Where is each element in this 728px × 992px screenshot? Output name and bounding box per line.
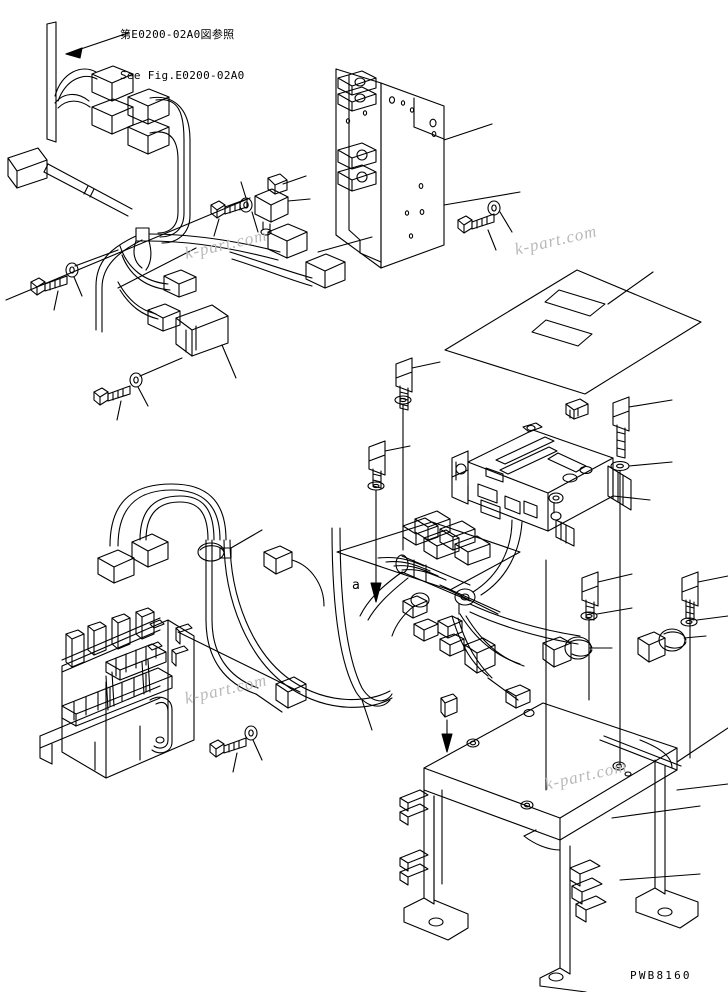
connector-block — [97, 549, 135, 584]
leader-line — [240, 181, 259, 233]
hex-bolt — [30, 275, 68, 311]
harness-branch-right — [148, 233, 313, 287]
hex-bolt — [93, 385, 131, 421]
leader-line — [74, 249, 119, 267]
leader-line — [439, 584, 519, 701]
cap-plug — [565, 398, 589, 420]
plate-clip — [337, 164, 377, 192]
leader-line — [611, 805, 701, 881]
connector-block — [91, 65, 134, 102]
reference-note: 第E0200-02A0図参照 See Fig.E0200-02A0 — [120, 1, 245, 109]
hex-bolt — [395, 357, 441, 411]
reference-arrow — [65, 32, 129, 59]
cover-plate — [444, 269, 702, 395]
harness-clamp — [197, 529, 263, 562]
leader-line — [317, 123, 521, 253]
hex-bolt — [209, 737, 247, 773]
washer — [680, 615, 728, 627]
controller-unit — [451, 422, 651, 547]
washer — [610, 460, 673, 472]
leader-line — [94, 631, 301, 771]
connector-block — [163, 269, 197, 298]
relay-component — [254, 173, 311, 236]
washer — [244, 725, 263, 761]
connector-housing — [175, 304, 237, 379]
mounting-bracket-box — [399, 702, 728, 992]
mounting-post-upper-left — [46, 21, 57, 143]
connector-block — [275, 676, 307, 709]
harness-upper-left — [54, 68, 98, 109]
reference-note-jp: 第E0200-02A0図参照 — [120, 28, 235, 41]
washer — [65, 262, 83, 297]
harness-sleeve — [7, 147, 133, 217]
hex-bolt — [681, 571, 728, 621]
assembly-arrow — [441, 719, 453, 753]
washer — [367, 481, 385, 491]
leader-line — [255, 693, 373, 731]
harness-clamp — [133, 227, 152, 271]
drawing-number: PWB8160 — [630, 969, 692, 982]
hex-bolt — [612, 396, 673, 459]
washer — [394, 395, 412, 405]
washer — [487, 200, 513, 233]
reference-note-en: See Fig.E0200-02A0 — [120, 68, 245, 82]
harness-clamp — [658, 628, 707, 652]
grommet-plug — [440, 693, 458, 718]
plate-clip — [337, 86, 377, 112]
connector-block — [267, 223, 308, 259]
harness-clamp — [564, 636, 613, 660]
harness-loop-left — [109, 483, 227, 547]
leader-line — [139, 357, 183, 377]
connector-block — [263, 545, 325, 607]
connector-block — [131, 533, 169, 568]
harness-loop-upper — [149, 96, 191, 244]
hex-bolt — [210, 198, 248, 237]
wiring-harness-lower — [336, 510, 707, 679]
fuse-relay-block — [39, 607, 195, 779]
hex-bolt — [457, 213, 497, 251]
harness-branch-left — [95, 235, 171, 333]
connector-block — [505, 684, 531, 709]
hex-bolt — [368, 440, 411, 489]
connector-block — [147, 303, 181, 332]
plate-clip — [337, 142, 377, 170]
connector-block — [305, 253, 346, 289]
mounting-plate-bracket — [335, 68, 445, 269]
connector-block — [127, 118, 170, 155]
assembly-arrow — [370, 569, 382, 603]
callout-label-a: a — [352, 578, 360, 593]
washer — [129, 372, 149, 407]
